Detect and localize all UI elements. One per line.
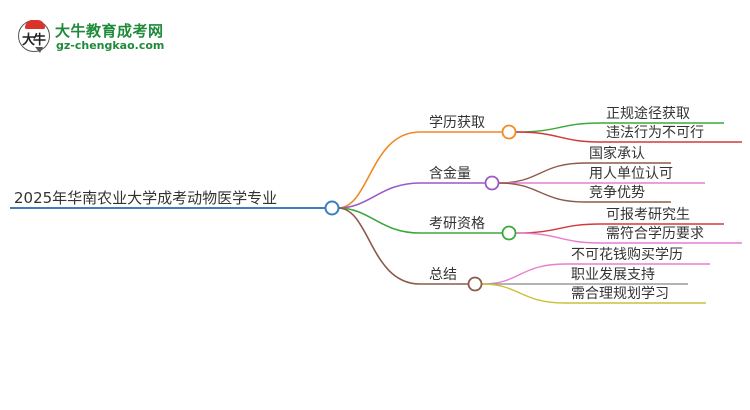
- logo-badge-icon: 大牛: [18, 20, 50, 52]
- leaf-node[interactable]: 不可花钱购买学历: [571, 247, 683, 263]
- logo-title: 大牛教育成考网: [55, 22, 164, 40]
- leaf-node[interactable]: 用人单位认可: [589, 166, 673, 182]
- leaf-node[interactable]: 可报考研究生: [606, 207, 690, 223]
- leaf-node[interactable]: 国家承认: [589, 146, 645, 162]
- leaf-node[interactable]: 正规途径获取: [606, 106, 690, 122]
- branch-node-summary[interactable]: 总结: [429, 267, 457, 283]
- branch-node-degree-acquisition[interactable]: 学历获取: [429, 115, 485, 131]
- branch-node-value[interactable]: 含金量: [429, 166, 471, 182]
- leaf-node[interactable]: 需合理规划学习: [571, 286, 669, 302]
- leaf-node[interactable]: 需符合学历要求: [606, 226, 704, 242]
- leaf-node[interactable]: 违法行为不可行: [606, 125, 704, 141]
- speech-bubble-tail-icon: [35, 47, 43, 53]
- leaf-node[interactable]: 职业发展支持: [571, 267, 655, 283]
- logo-url: gz-chengkao.com: [56, 39, 165, 52]
- leaf-node[interactable]: 竞争优势: [589, 185, 645, 201]
- branch-node-postgrad-eligibility[interactable]: 考研资格: [429, 216, 485, 232]
- root-node[interactable]: 2025年华南农业大学成考动物医学专业: [14, 189, 278, 207]
- site-logo[interactable]: 大牛 大牛教育成考网 gz-chengkao.com: [18, 18, 188, 58]
